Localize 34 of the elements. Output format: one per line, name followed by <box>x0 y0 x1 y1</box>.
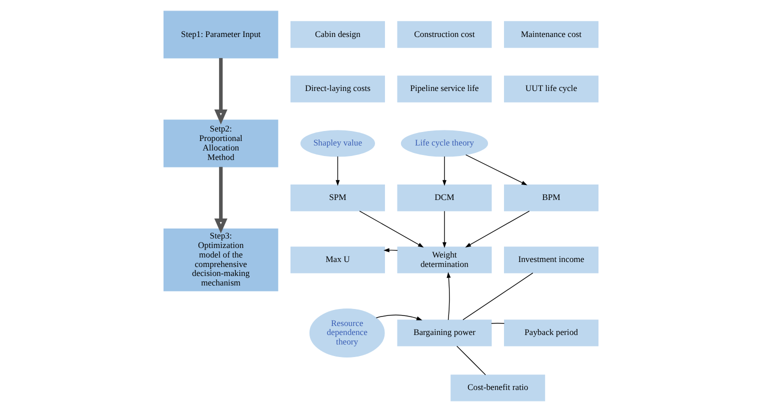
arrow <box>442 210 446 248</box>
node-box: Payback period <box>503 320 598 346</box>
connector <box>462 272 533 320</box>
connector <box>456 346 486 376</box>
arrow <box>464 210 530 248</box>
arrow <box>446 272 450 320</box>
arrow <box>442 156 446 186</box>
connector <box>490 322 504 324</box>
arrow <box>464 154 527 186</box>
node-box: DCM <box>396 184 492 212</box>
node-box: Direct-laying costs <box>290 76 384 102</box>
node-ellipse: Resource dependence theory <box>308 308 384 358</box>
arrow <box>335 156 340 186</box>
node-box: Pipeline service life <box>396 76 492 102</box>
arrow <box>214 58 227 124</box>
node-box: Construction cost <box>396 21 492 48</box>
node-box: BPM <box>503 184 598 212</box>
node-box: Cabin design <box>290 21 384 48</box>
node-ellipse: Life cycle theory <box>400 130 488 157</box>
node-box: SPM <box>290 184 384 212</box>
node-box: Max U <box>290 246 384 274</box>
node-box: Cost-benefit ratio <box>450 374 545 402</box>
node-box: Investment income <box>503 246 598 274</box>
node-ellipse: Shapley value <box>300 130 374 157</box>
arrow <box>214 166 227 234</box>
arrow <box>358 210 424 248</box>
node-box: Setp2: Proportional Allocation Method <box>163 120 278 168</box>
node-box: Weight determination <box>396 246 492 274</box>
arrow <box>375 314 422 320</box>
node-box: Step3: Optimization model of the comprehensive decision-making mechanism <box>163 228 278 292</box>
node-box: Maintenance cost <box>503 21 598 48</box>
node-box: Step1: Parameter Input <box>163 10 278 58</box>
node-box: UUT life cycle <box>503 76 598 102</box>
node-box: Bargaining power <box>396 320 492 346</box>
